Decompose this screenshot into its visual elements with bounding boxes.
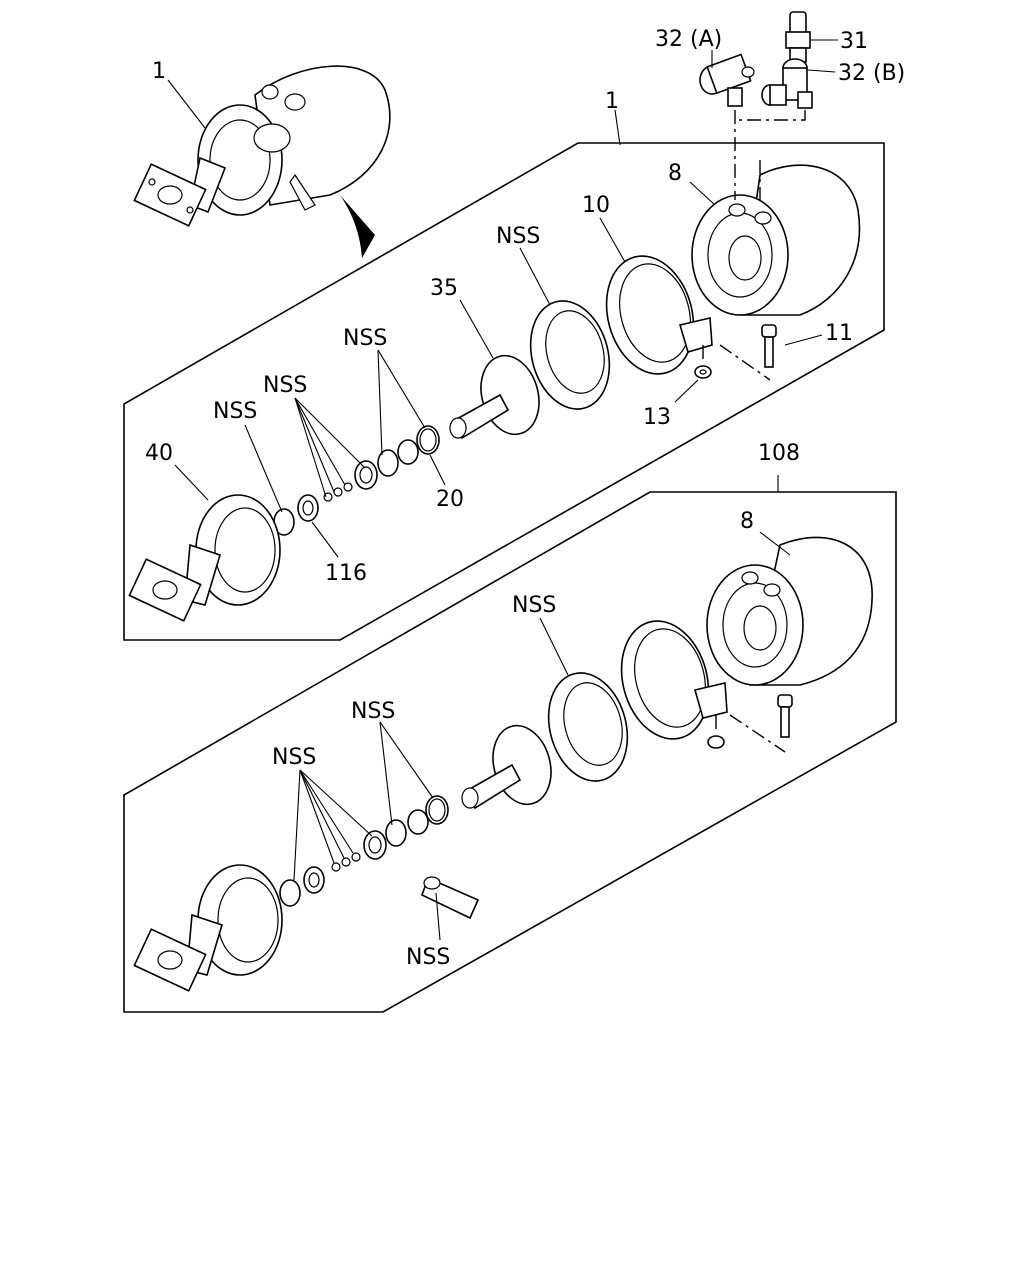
fitting-32b bbox=[761, 58, 813, 109]
label-asm-top: 1 bbox=[152, 59, 166, 84]
label-part-40: 40 bbox=[145, 441, 173, 466]
brake-chamber-upper bbox=[691, 164, 861, 316]
label-part-8-upper: 8 bbox=[668, 161, 682, 186]
nut-13 bbox=[694, 365, 712, 379]
clamp-ring-upper bbox=[605, 255, 713, 375]
bearing-upper bbox=[354, 449, 399, 490]
label-nss-lower-tube: NSS bbox=[406, 945, 450, 970]
label-part-31: 31 bbox=[840, 29, 868, 54]
leaders-lower bbox=[293, 531, 791, 941]
fitting-31 bbox=[785, 11, 811, 63]
brake-chamber-lower bbox=[706, 536, 873, 686]
push-rod-35 bbox=[449, 354, 540, 440]
label-nss-upper-balls: NSS bbox=[263, 373, 307, 398]
washer-116 bbox=[297, 494, 319, 522]
oring-lower bbox=[407, 795, 449, 835]
push-rod-lower bbox=[461, 724, 552, 810]
label-nss-lower-balls: NSS bbox=[272, 745, 316, 770]
label-part-10: 10 bbox=[582, 193, 610, 218]
label-part-11: 11 bbox=[825, 321, 853, 346]
label-nss-upper-ring: NSS bbox=[496, 224, 540, 249]
balls-lower bbox=[331, 852, 361, 872]
bearing-lower bbox=[363, 819, 407, 860]
balls-upper bbox=[323, 482, 353, 502]
label-part-8-lower: 8 bbox=[740, 509, 754, 534]
tube-lower bbox=[421, 876, 480, 920]
housing-lower bbox=[133, 864, 283, 992]
lower-panel-frame bbox=[123, 491, 897, 1013]
label-part-32b: 32 (B) bbox=[838, 61, 905, 86]
label-asm-main: 1 bbox=[605, 89, 619, 114]
housing-40 bbox=[128, 494, 281, 622]
leaders-upper bbox=[167, 39, 838, 558]
label-part-20: 20 bbox=[436, 487, 464, 512]
label-part-108: 108 bbox=[758, 441, 800, 466]
bolt-11 bbox=[761, 324, 777, 368]
clamp-ring-lower bbox=[620, 620, 728, 740]
fitting-32a bbox=[699, 53, 755, 107]
label-nss-upper-oring: NSS bbox=[343, 326, 387, 351]
label-part-32a: 32 (A) bbox=[655, 27, 722, 52]
seal-ring-lower bbox=[547, 672, 629, 782]
washer-lower bbox=[279, 866, 325, 907]
bolt-lower bbox=[777, 694, 793, 738]
upper-panel-frame bbox=[123, 142, 885, 641]
nut-lower bbox=[707, 735, 725, 749]
label-nss-lower-oring: NSS bbox=[351, 699, 395, 724]
label-part-116: 116 bbox=[325, 561, 367, 586]
label-nss-upper-seal: NSS bbox=[213, 399, 257, 424]
seal-ring-upper bbox=[529, 300, 611, 410]
label-part-13: 13 bbox=[643, 405, 671, 430]
oring-20 bbox=[397, 425, 440, 465]
label-part-35: 35 bbox=[430, 276, 458, 301]
label-nss-lower-ring: NSS bbox=[512, 593, 556, 618]
reference-brake-chamber bbox=[133, 65, 391, 258]
